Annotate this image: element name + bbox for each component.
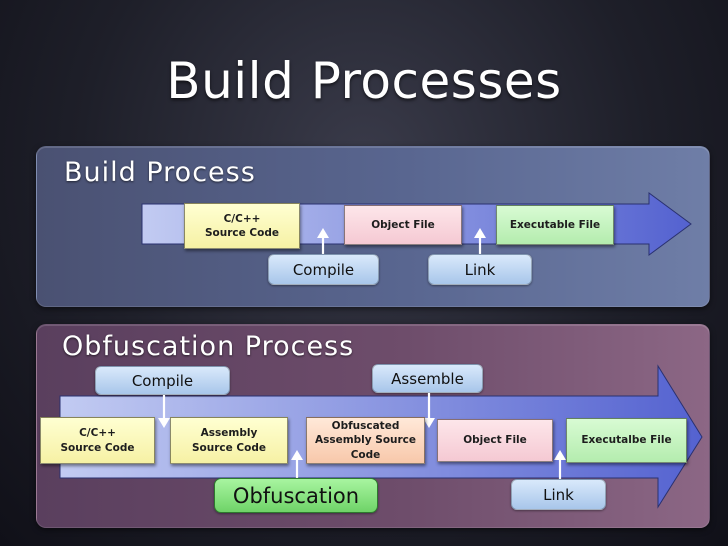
obf-step-assemble: Assemble bbox=[372, 364, 483, 393]
obf-node-executable-file: Executalbe File bbox=[566, 418, 687, 463]
build-step-compile: Compile bbox=[268, 254, 379, 285]
slide-title: Build Processes bbox=[166, 52, 562, 110]
obf-node-object-file: Object File bbox=[437, 419, 553, 462]
obf-node-obfuscated-assembly: Obfuscated Assembly Source Code bbox=[306, 417, 425, 464]
build-process-heading: Build Process bbox=[64, 157, 256, 188]
build-node-object-file: Object File bbox=[344, 205, 462, 245]
obf-step-link: Link bbox=[511, 479, 606, 510]
obfuscation-process-heading: Obfuscation Process bbox=[62, 331, 355, 362]
obf-step-obfuscation: Obfuscation bbox=[214, 478, 378, 513]
obf-node-assembly-source: Assembly Source Code bbox=[170, 417, 288, 464]
obf-node-source-code: C/C++ Source Code bbox=[40, 417, 155, 464]
build-node-executable-file: Executable File bbox=[496, 205, 614, 245]
obf-step-compile: Compile bbox=[95, 366, 230, 395]
build-node-source-code: C/C++ Source Code bbox=[184, 203, 300, 249]
build-step-link: Link bbox=[428, 254, 532, 285]
